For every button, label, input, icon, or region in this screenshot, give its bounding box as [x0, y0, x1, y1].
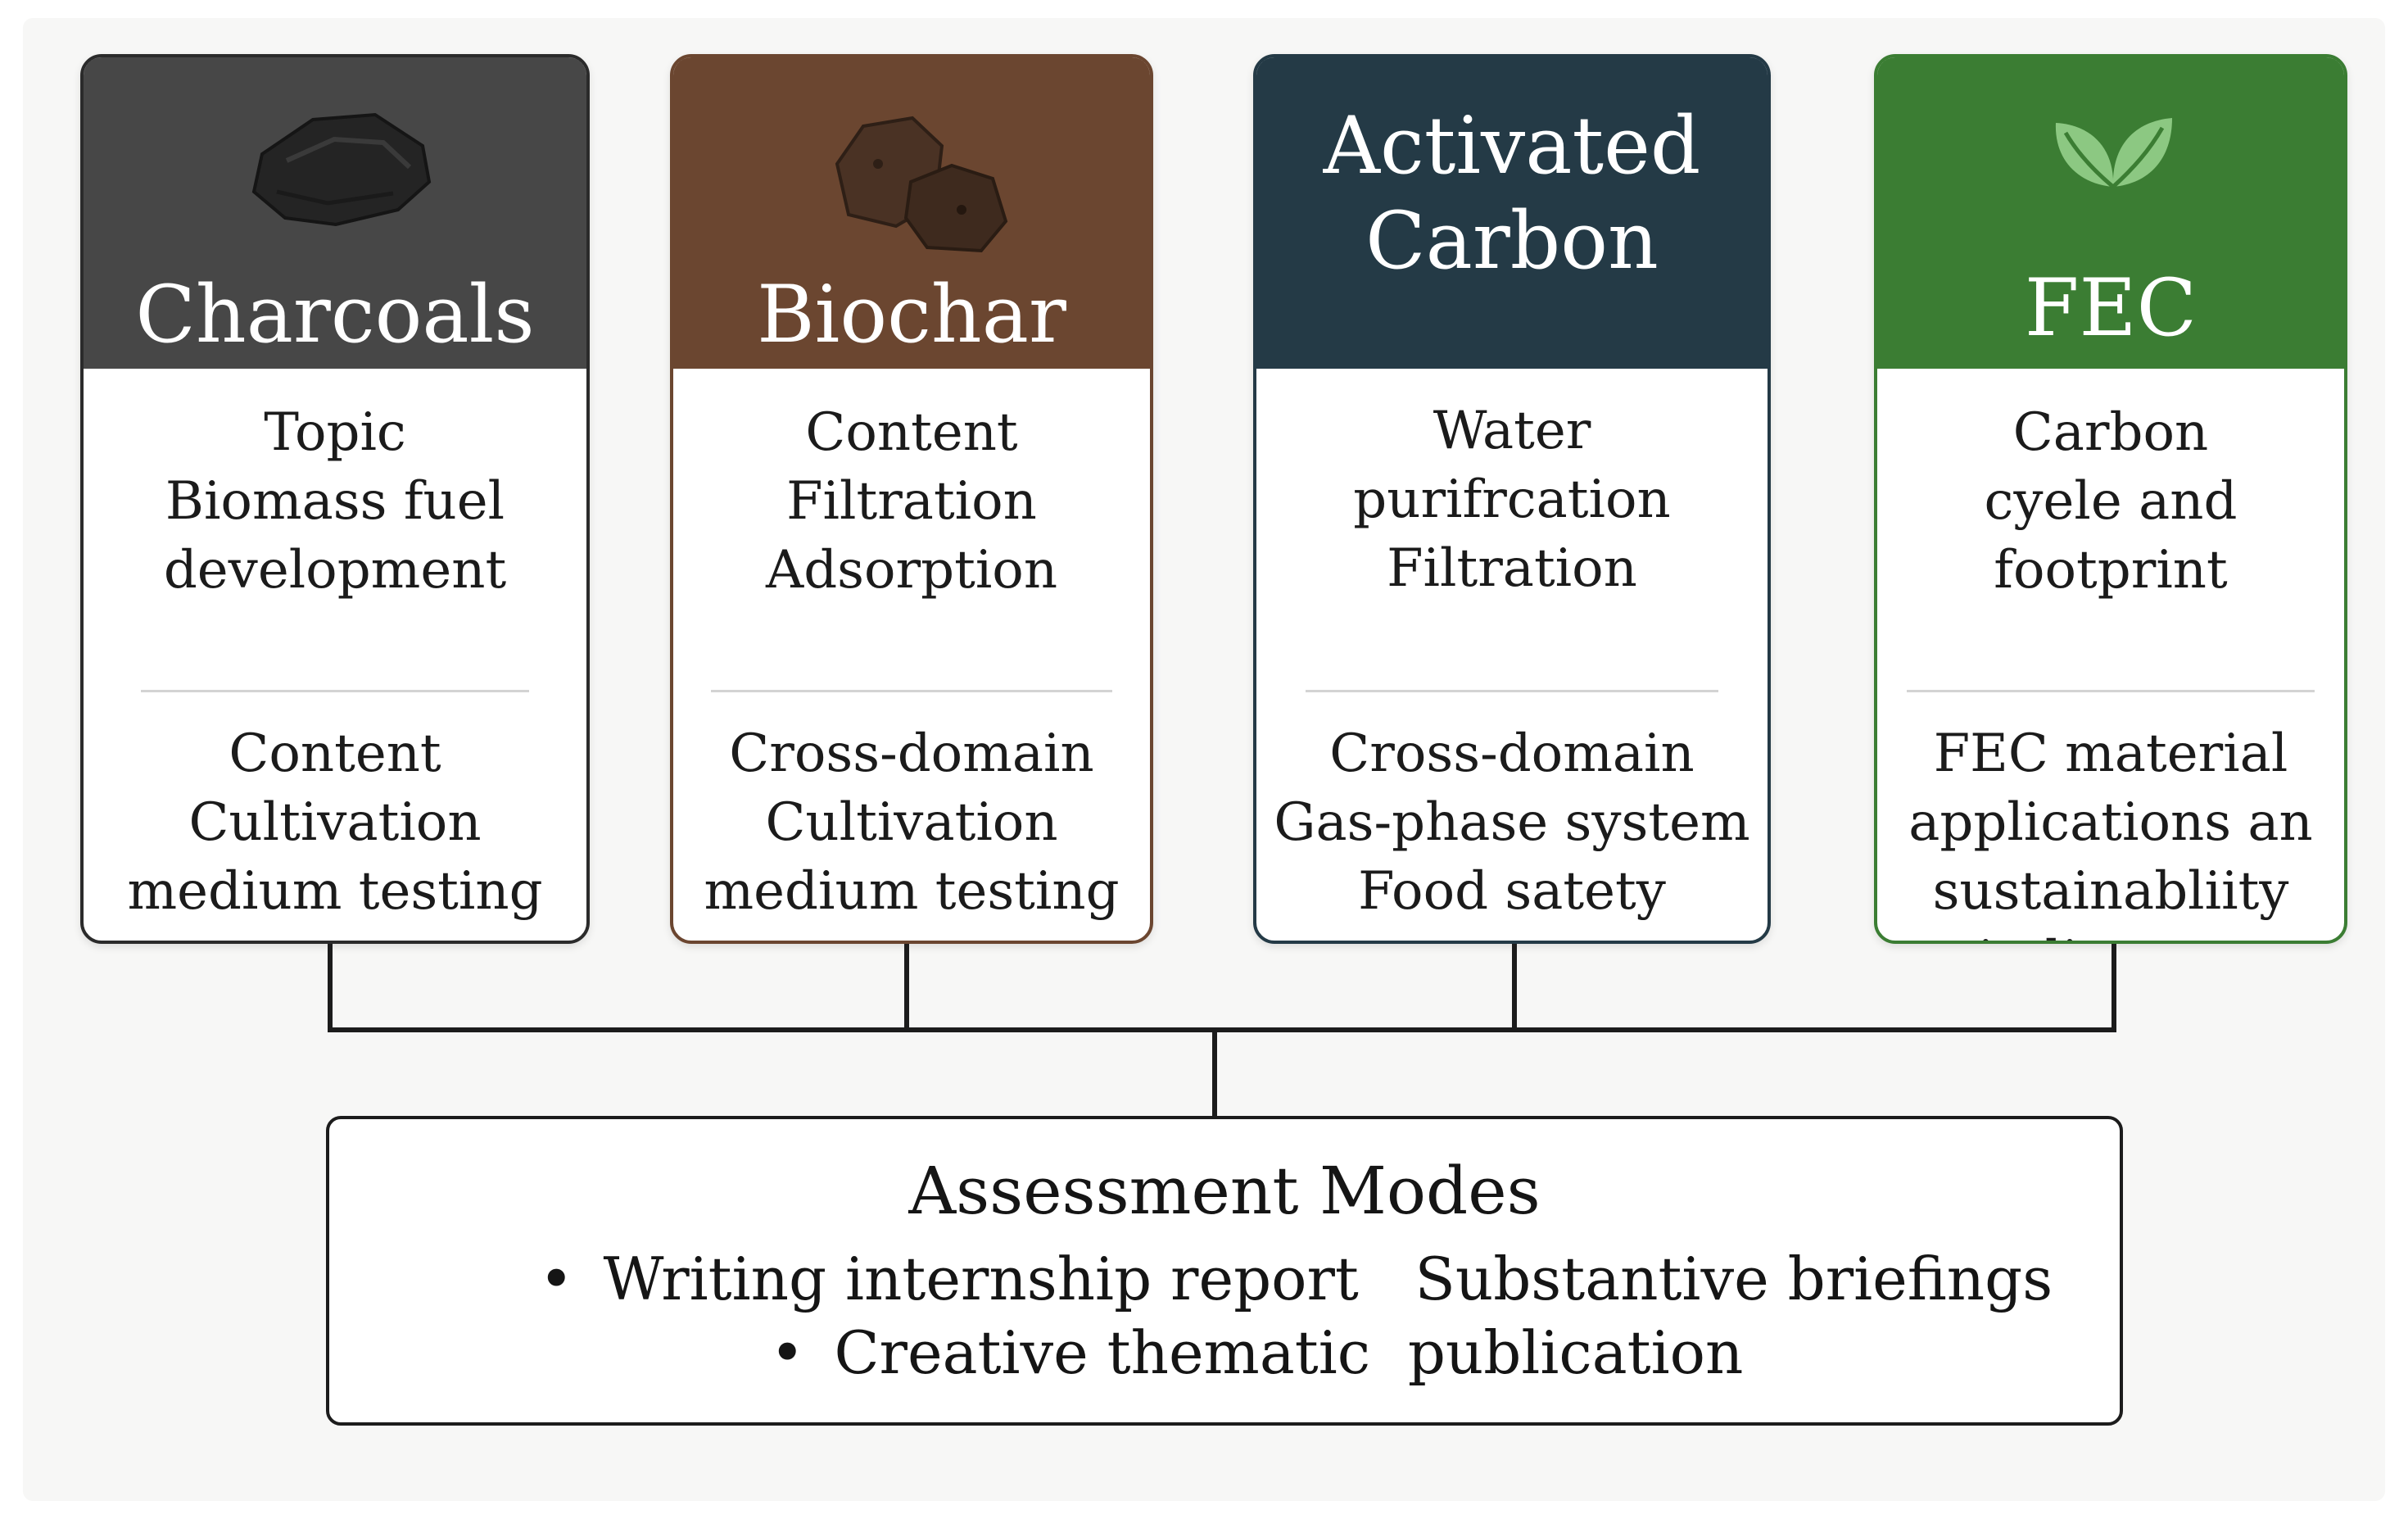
card-title: FEC: [2024, 262, 2198, 354]
card-activated-carbon: Activated Carbon Water purifrcation Filt…: [1253, 54, 1771, 944]
card-body: Topic Biomass fuel development Content C…: [84, 369, 586, 941]
card-title: Biochar: [757, 269, 1066, 360]
card-activated-carbon-header: Activated Carbon: [1256, 57, 1768, 369]
bullet-icon: •: [539, 1245, 574, 1313]
card-biochar-header: Biochar: [673, 57, 1150, 369]
card-topic-text: Water purifrcation Filtration: [1353, 401, 1671, 599]
assessment-item-1-text: Writing internship report Substantive br…: [603, 1245, 2053, 1313]
assessment-modes-box: Assessment Modes •Writing internship rep…: [326, 1116, 2123, 1426]
card-fec: FEC Carbon cyele and footprint FEC mater…: [1874, 54, 2347, 944]
card-charcoals-header: Charcoals: [84, 57, 586, 369]
card-charcoals: Charcoals Topic Biomass fuel development…: [80, 54, 590, 944]
card-topic-text: Carbon cyele and footprint: [1984, 402, 2238, 601]
connector-charcoals: [328, 944, 333, 1032]
card-divider: [141, 690, 529, 692]
card-content-text: FEC material applications an sustainabli…: [1908, 723, 2313, 941]
card-content-text: Cross-domain Cultivation medium testing: [704, 723, 1120, 922]
card-biochar: Biochar Content Filtration Adsorption Cr…: [670, 54, 1153, 944]
connector-horizontal: [328, 1027, 2116, 1032]
card-title: Activated Carbon: [1323, 100, 1701, 287]
leaf-sprout-icon: [2055, 118, 2172, 236]
connector-activated-carbon: [1512, 944, 1517, 1032]
card-title: Charcoals: [135, 269, 535, 360]
card-content-text: Cross-domain Gas-phase system Food satet…: [1274, 723, 1750, 922]
card-fec-header: FEC: [1877, 57, 2344, 369]
card-topic-text: Content Filtration Adsorption: [765, 402, 1058, 601]
card-divider: [1907, 690, 2315, 692]
assessment-item-2-text: Creative thematic publication: [834, 1318, 1744, 1387]
card-topic-text: Topic Biomass fuel development: [163, 402, 507, 601]
card-body: Carbon cyele and footprint FEC material …: [1877, 369, 2344, 941]
connector-biochar: [904, 944, 909, 1032]
assessment-item-2: • Creative thematic publication: [770, 1316, 1743, 1390]
assessment-item-1: • Writing internship report Substantive b…: [539, 1242, 2053, 1316]
card-content-text: Content Cultivation medium testing: [127, 723, 543, 922]
connector-to-assessment: [1212, 1027, 1217, 1118]
card-body: Water purifrcation Filtration Cross-doma…: [1256, 369, 1768, 941]
card-body: Content Filtration Adsorption Cross-doma…: [673, 369, 1150, 941]
card-divider: [1306, 690, 1718, 692]
charcoal-lump-icon: [251, 112, 432, 227]
assessment-title: Assessment Modes: [908, 1153, 1541, 1229]
bullet-icon: •: [770, 1318, 805, 1387]
connector-fec: [2112, 944, 2116, 1032]
card-divider: [711, 690, 1112, 692]
biochar-chunks-icon: [835, 116, 1008, 253]
